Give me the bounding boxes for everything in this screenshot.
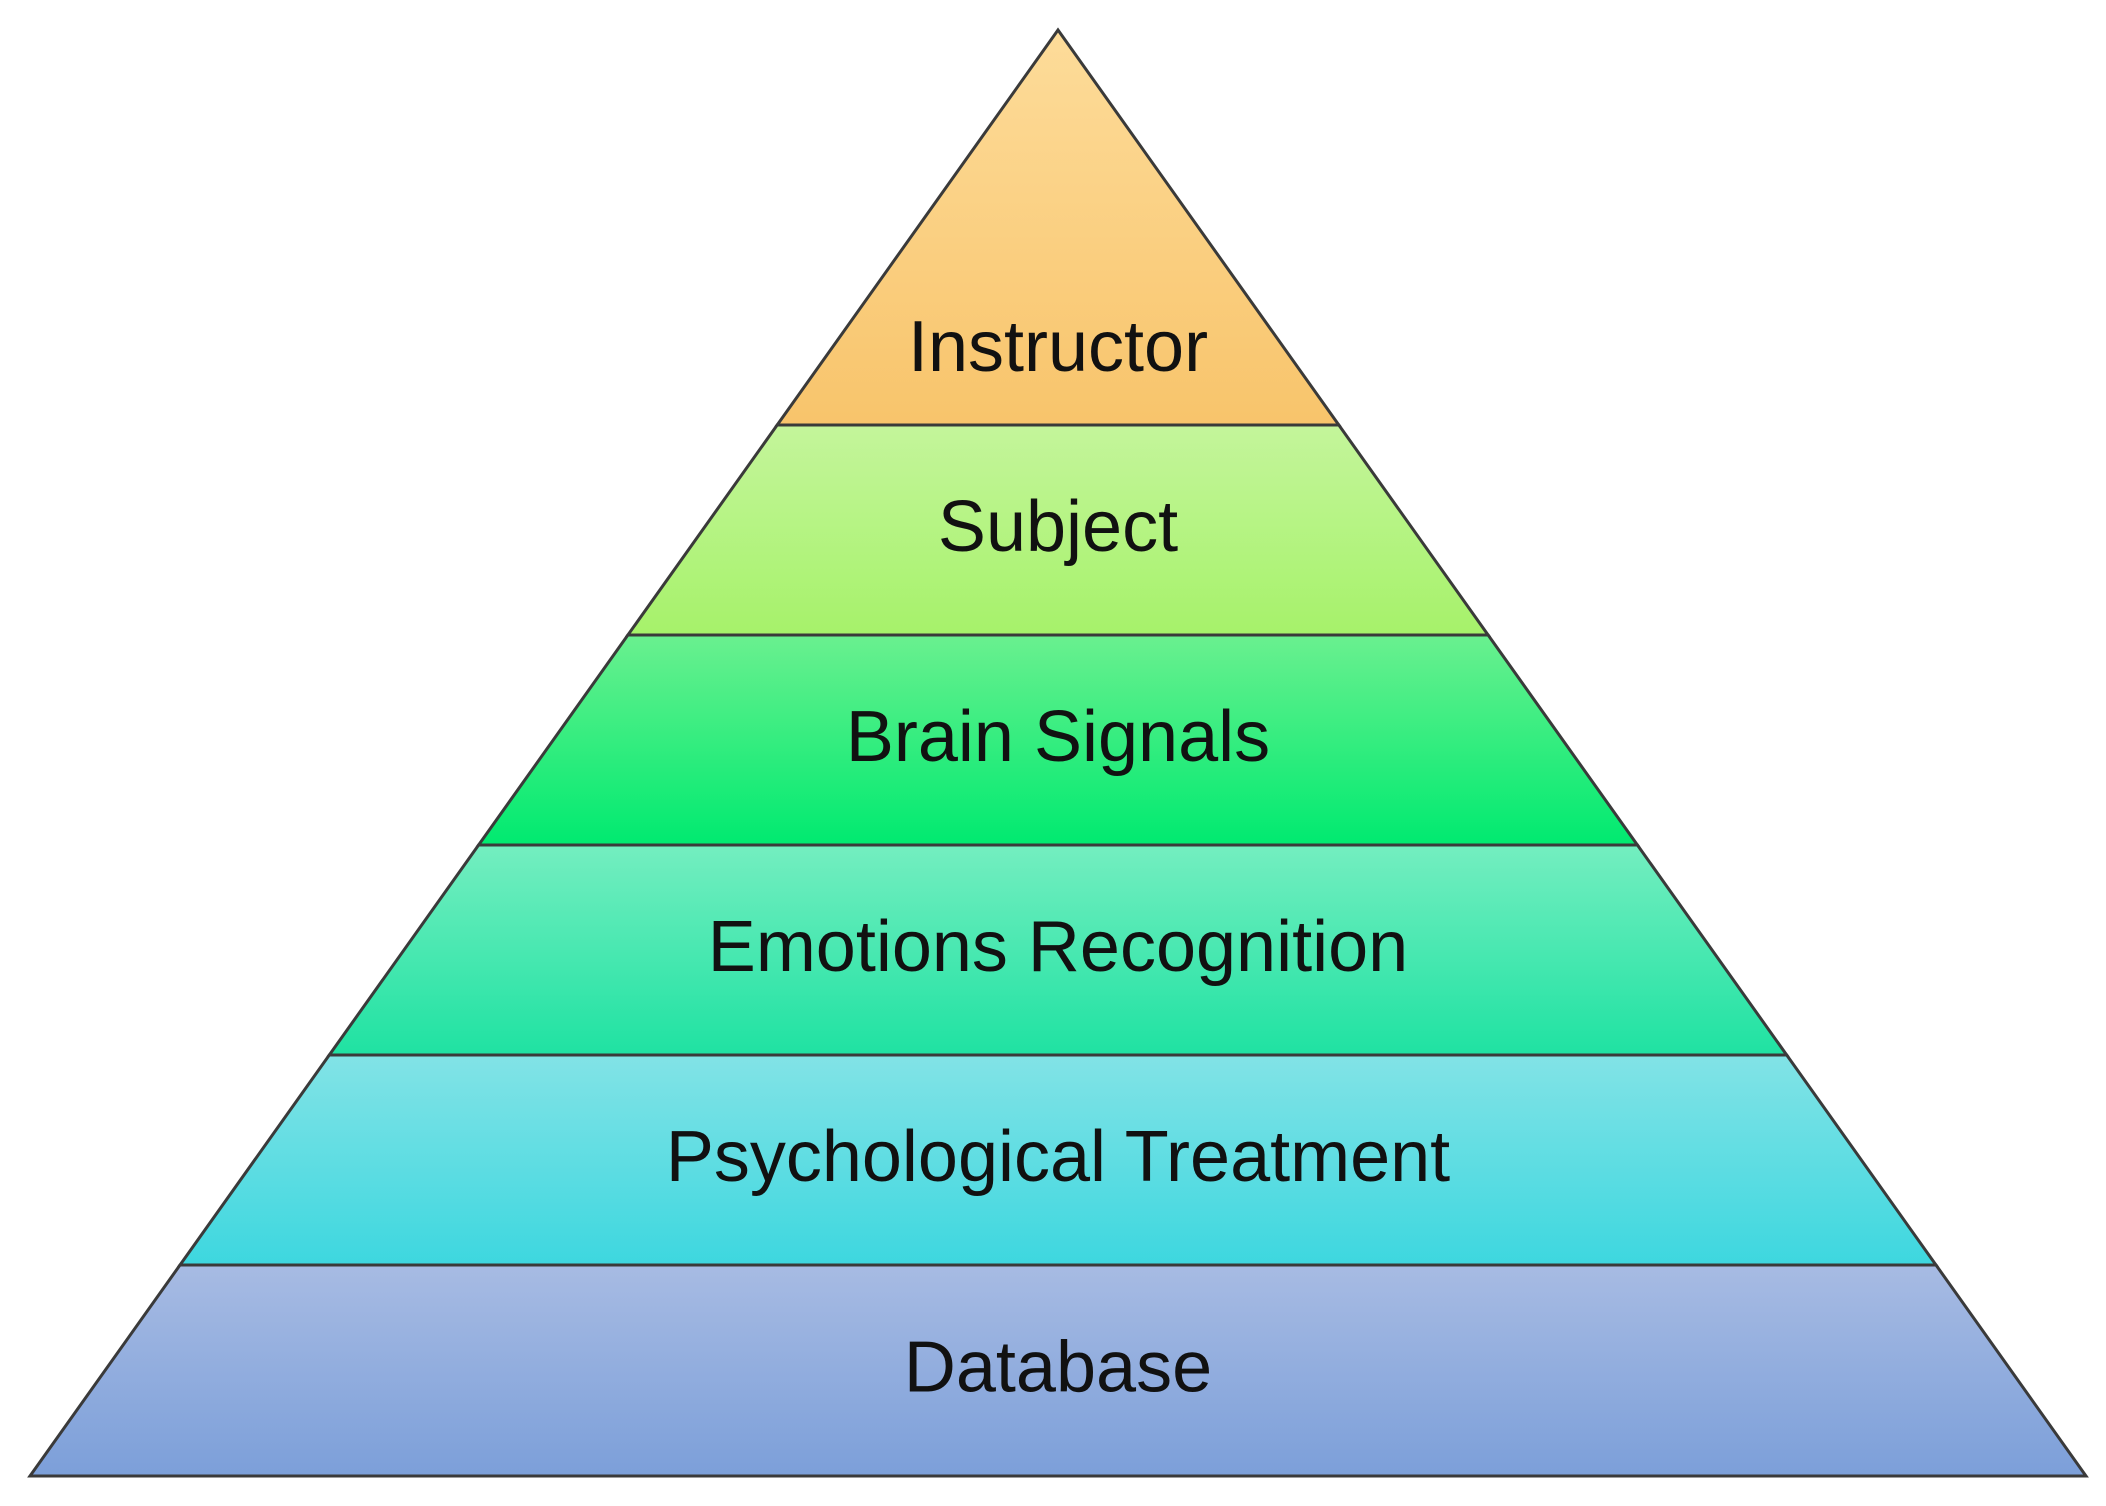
layer-emotions-recognition-label: Emotions Recognition [708, 907, 1408, 987]
layer-instructor-label: Instructor [908, 307, 1208, 387]
layer-database-label: Database [904, 1328, 1212, 1408]
layer-brain-signals-label: Brain Signals [846, 697, 1270, 777]
layer-instructor: Instructor [774, 27, 1342, 427]
layer-subject-label: Subject [938, 487, 1178, 567]
layer-brain-signals: Brain Signals [475, 633, 1641, 847]
layer-subject: Subject [624, 423, 1492, 637]
layer-psychological-treatment-label: Psychological Treatment [666, 1117, 1450, 1197]
layer-database: Database [27, 1263, 2089, 1478]
layer-psychological-treatment: Psychological Treatment [177, 1053, 1939, 1267]
layer-emotions-recognition: Emotions Recognition [326, 843, 1790, 1057]
layer-database-shape [27, 1263, 2089, 1478]
